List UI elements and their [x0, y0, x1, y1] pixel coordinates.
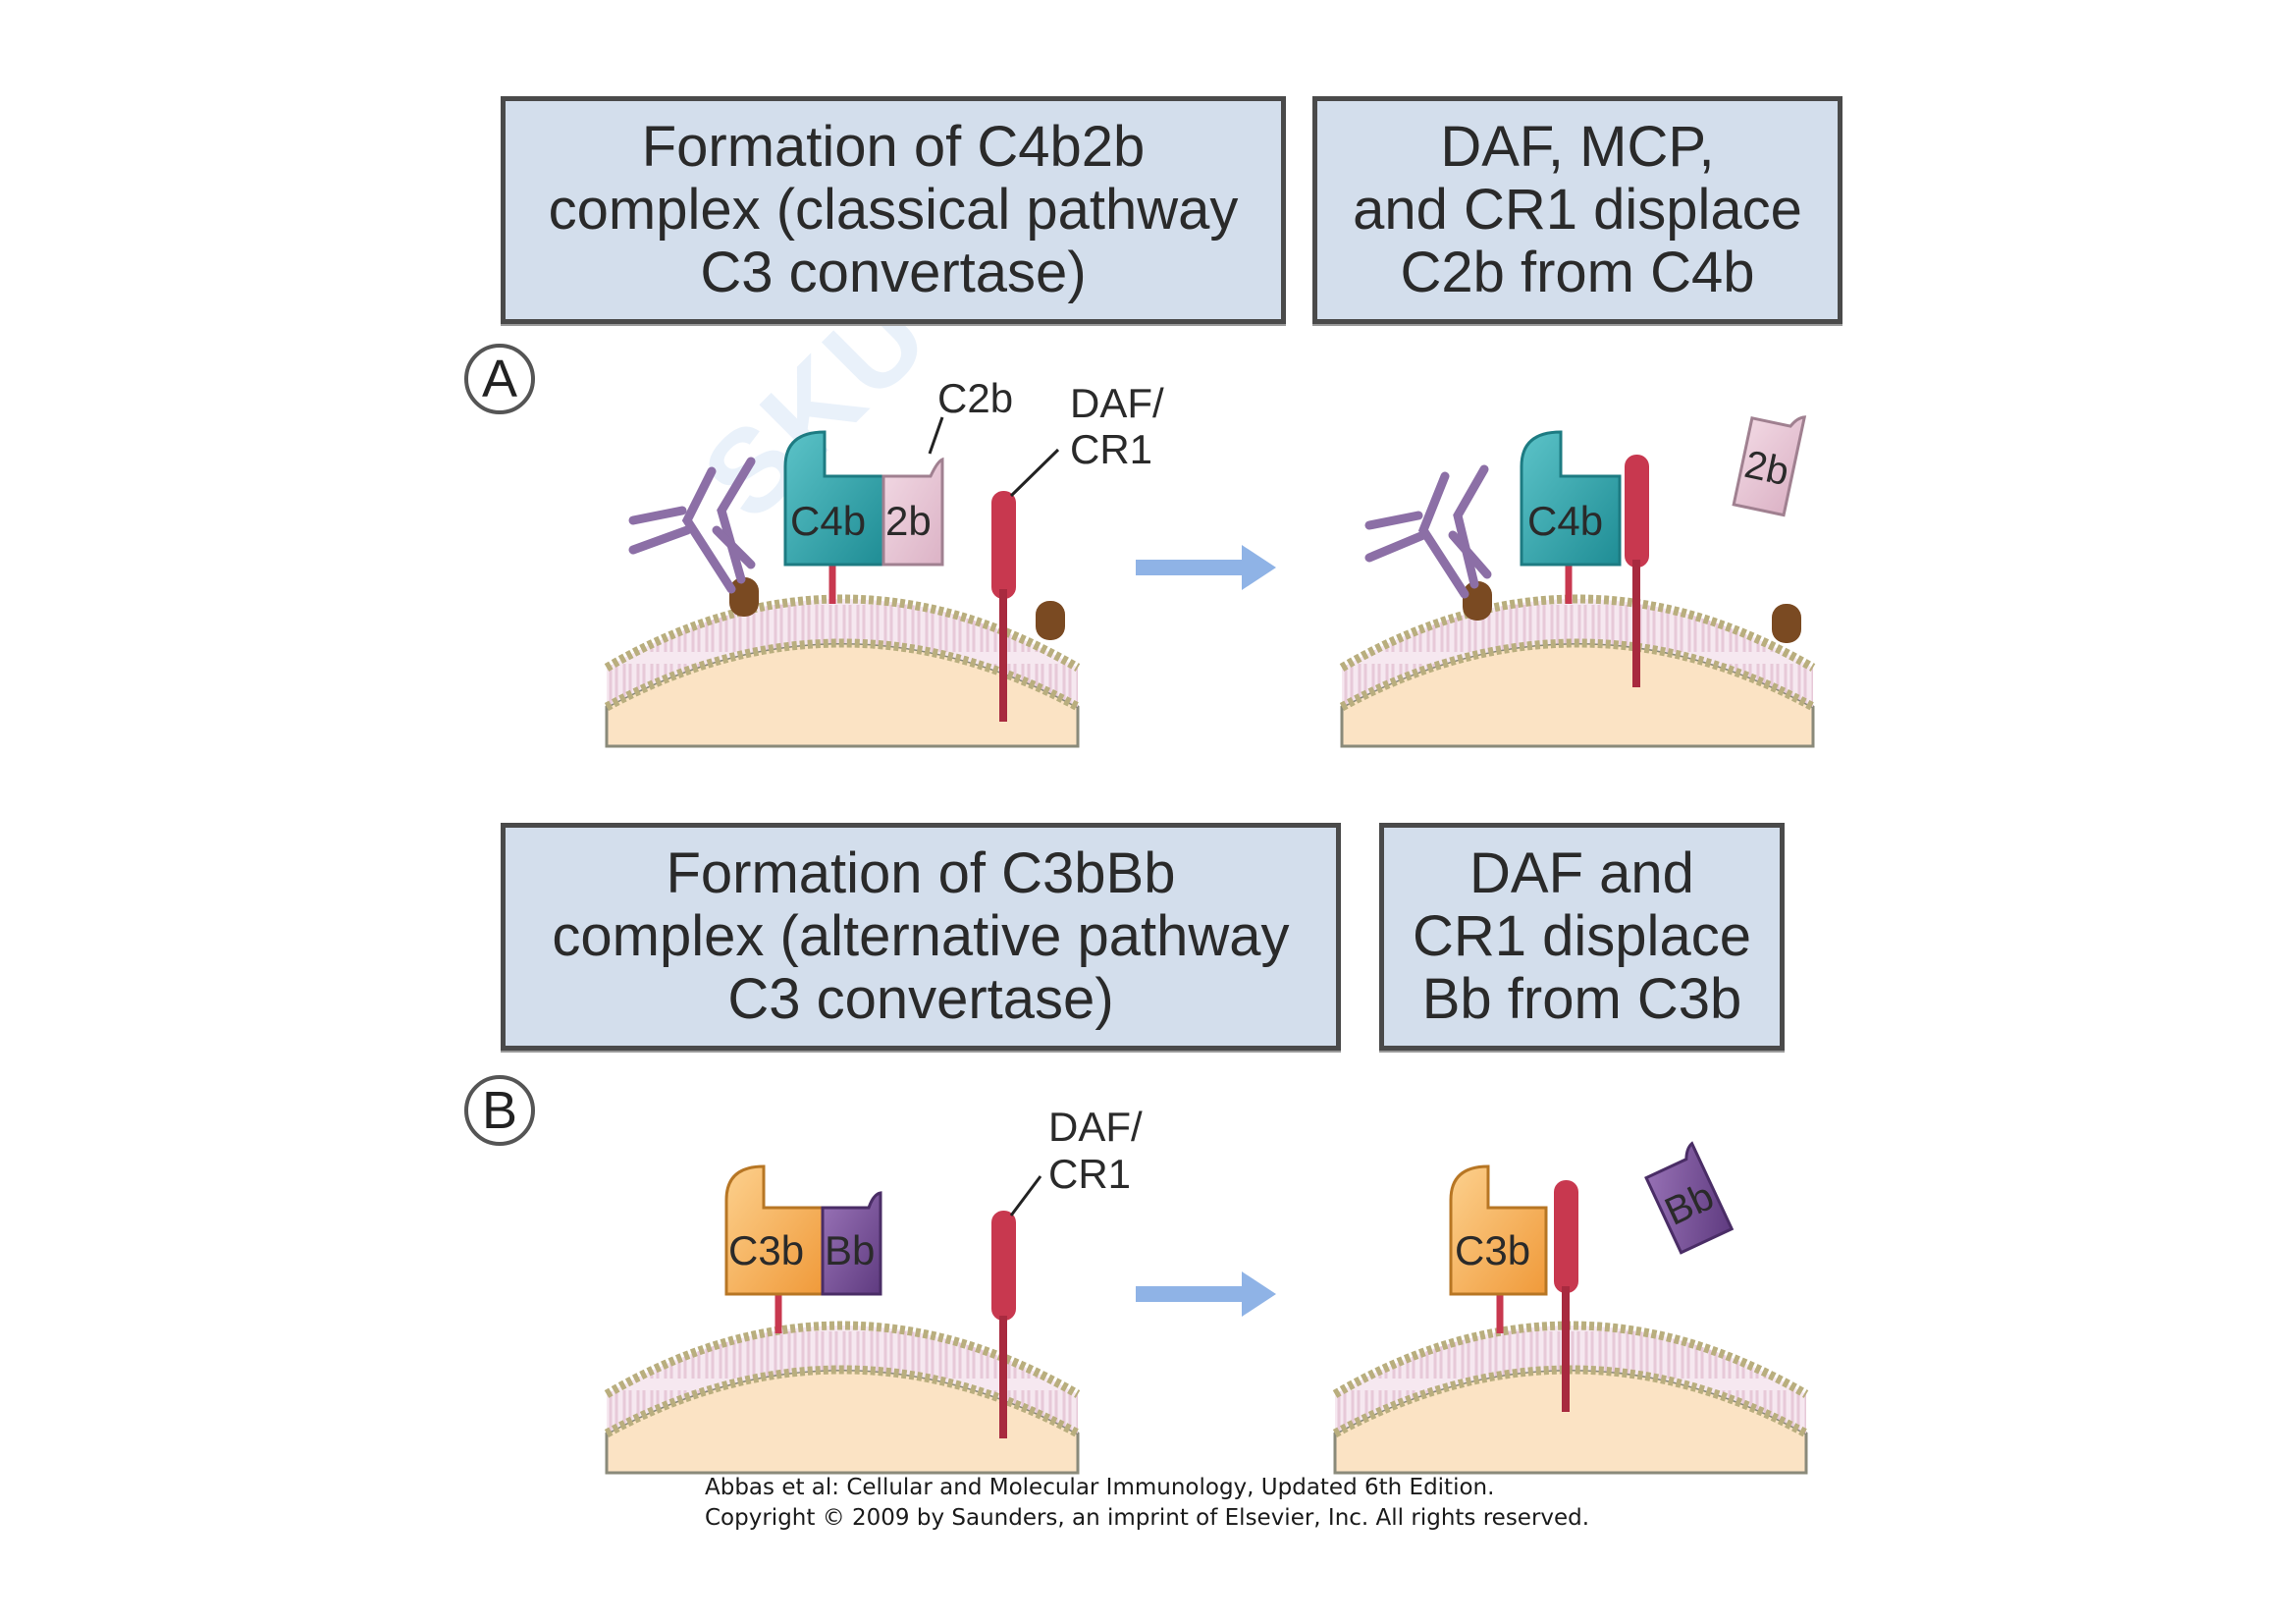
bb-protein [821, 1191, 882, 1296]
antibody-icon [628, 457, 756, 594]
released-c2b-protein: 2b [1732, 415, 1807, 517]
daf-receptor [1554, 1180, 1578, 1293]
panel-b-right-scene: C3b Bb [1335, 1141, 1806, 1473]
c2b-protein [881, 457, 944, 567]
c4b-protein [783, 430, 885, 567]
cell-membrane [1335, 1325, 1806, 1473]
bb-bound-label: Bb [825, 1227, 875, 1273]
c2b-bound-label: 2b [885, 498, 932, 544]
c3b-protein [1449, 1164, 1548, 1296]
c2b-callout: C2b [937, 375, 1013, 421]
antigen [1772, 604, 1801, 643]
panel-b-label: B [464, 1075, 535, 1146]
c4b-label: C4b [1527, 498, 1603, 544]
antigen [1463, 581, 1492, 621]
daf-receptor [1625, 455, 1649, 568]
panel-b-left-scene: C3b Bb DAF/ CR1 [607, 1104, 1143, 1473]
released-c2b-label: 2b [1740, 443, 1792, 494]
daf-receptor [991, 491, 1016, 599]
daf-callout-line2: CR1 [1070, 426, 1152, 472]
panel-a-displace-box: DAF, MCP, and CR1 displace C2b from C4b [1312, 96, 1842, 324]
released-bb-protein: Bb [1644, 1141, 1735, 1255]
panel-a-label: A [464, 344, 535, 414]
panel-a-displace-text: DAF, MCP, and CR1 displace C2b from C4b [1353, 115, 1802, 304]
panel-a-right-scene: C4b 2b [1342, 415, 1813, 746]
credit-line-2: Copyright © 2009 by Saunders, an imprint… [705, 1505, 1590, 1531]
c3b-label: C3b [1455, 1227, 1530, 1273]
reaction-arrow-icon [1136, 545, 1276, 590]
panel-b-displace-text: DAF and CR1 displace Bb from C3b [1413, 841, 1751, 1031]
panel-a-left-scene: C4b 2b C2b DAF/ CR1 [607, 375, 1164, 746]
panel-a-formation-box: Formation of C4b2b complex (classical pa… [501, 96, 1286, 324]
credit-line-1: Abbas et al: Cellular and Molecular Immu… [705, 1475, 1495, 1500]
antibody-icon [1364, 464, 1492, 599]
reaction-arrow-icon [1136, 1271, 1276, 1317]
daf-callout-line2: CR1 [1048, 1151, 1131, 1197]
antigen [1036, 601, 1065, 640]
panel-a-formation-text: Formation of C4b2b complex (classical pa… [548, 115, 1239, 304]
cell-membrane [1342, 599, 1813, 746]
daf-callout-line1: DAF/ [1048, 1104, 1143, 1150]
panel-b-formation-text: Formation of C3bBb complex (alternative … [552, 841, 1290, 1031]
panel-b-displace-box: DAF and CR1 displace Bb from C3b [1379, 823, 1785, 1051]
figure-credit: Abbas et al: Cellular and Molecular Immu… [705, 1473, 1589, 1534]
c4b-label: C4b [790, 498, 866, 544]
c3b-protein [724, 1164, 825, 1296]
panel-b-formation-box: Formation of C3bBb complex (alternative … [501, 823, 1341, 1051]
daf-receptor [991, 1211, 1016, 1321]
daf-callout-line1: DAF/ [1070, 380, 1164, 426]
c4b-protein [1520, 430, 1622, 567]
c3b-label: C3b [728, 1227, 804, 1273]
antigen [729, 577, 759, 617]
